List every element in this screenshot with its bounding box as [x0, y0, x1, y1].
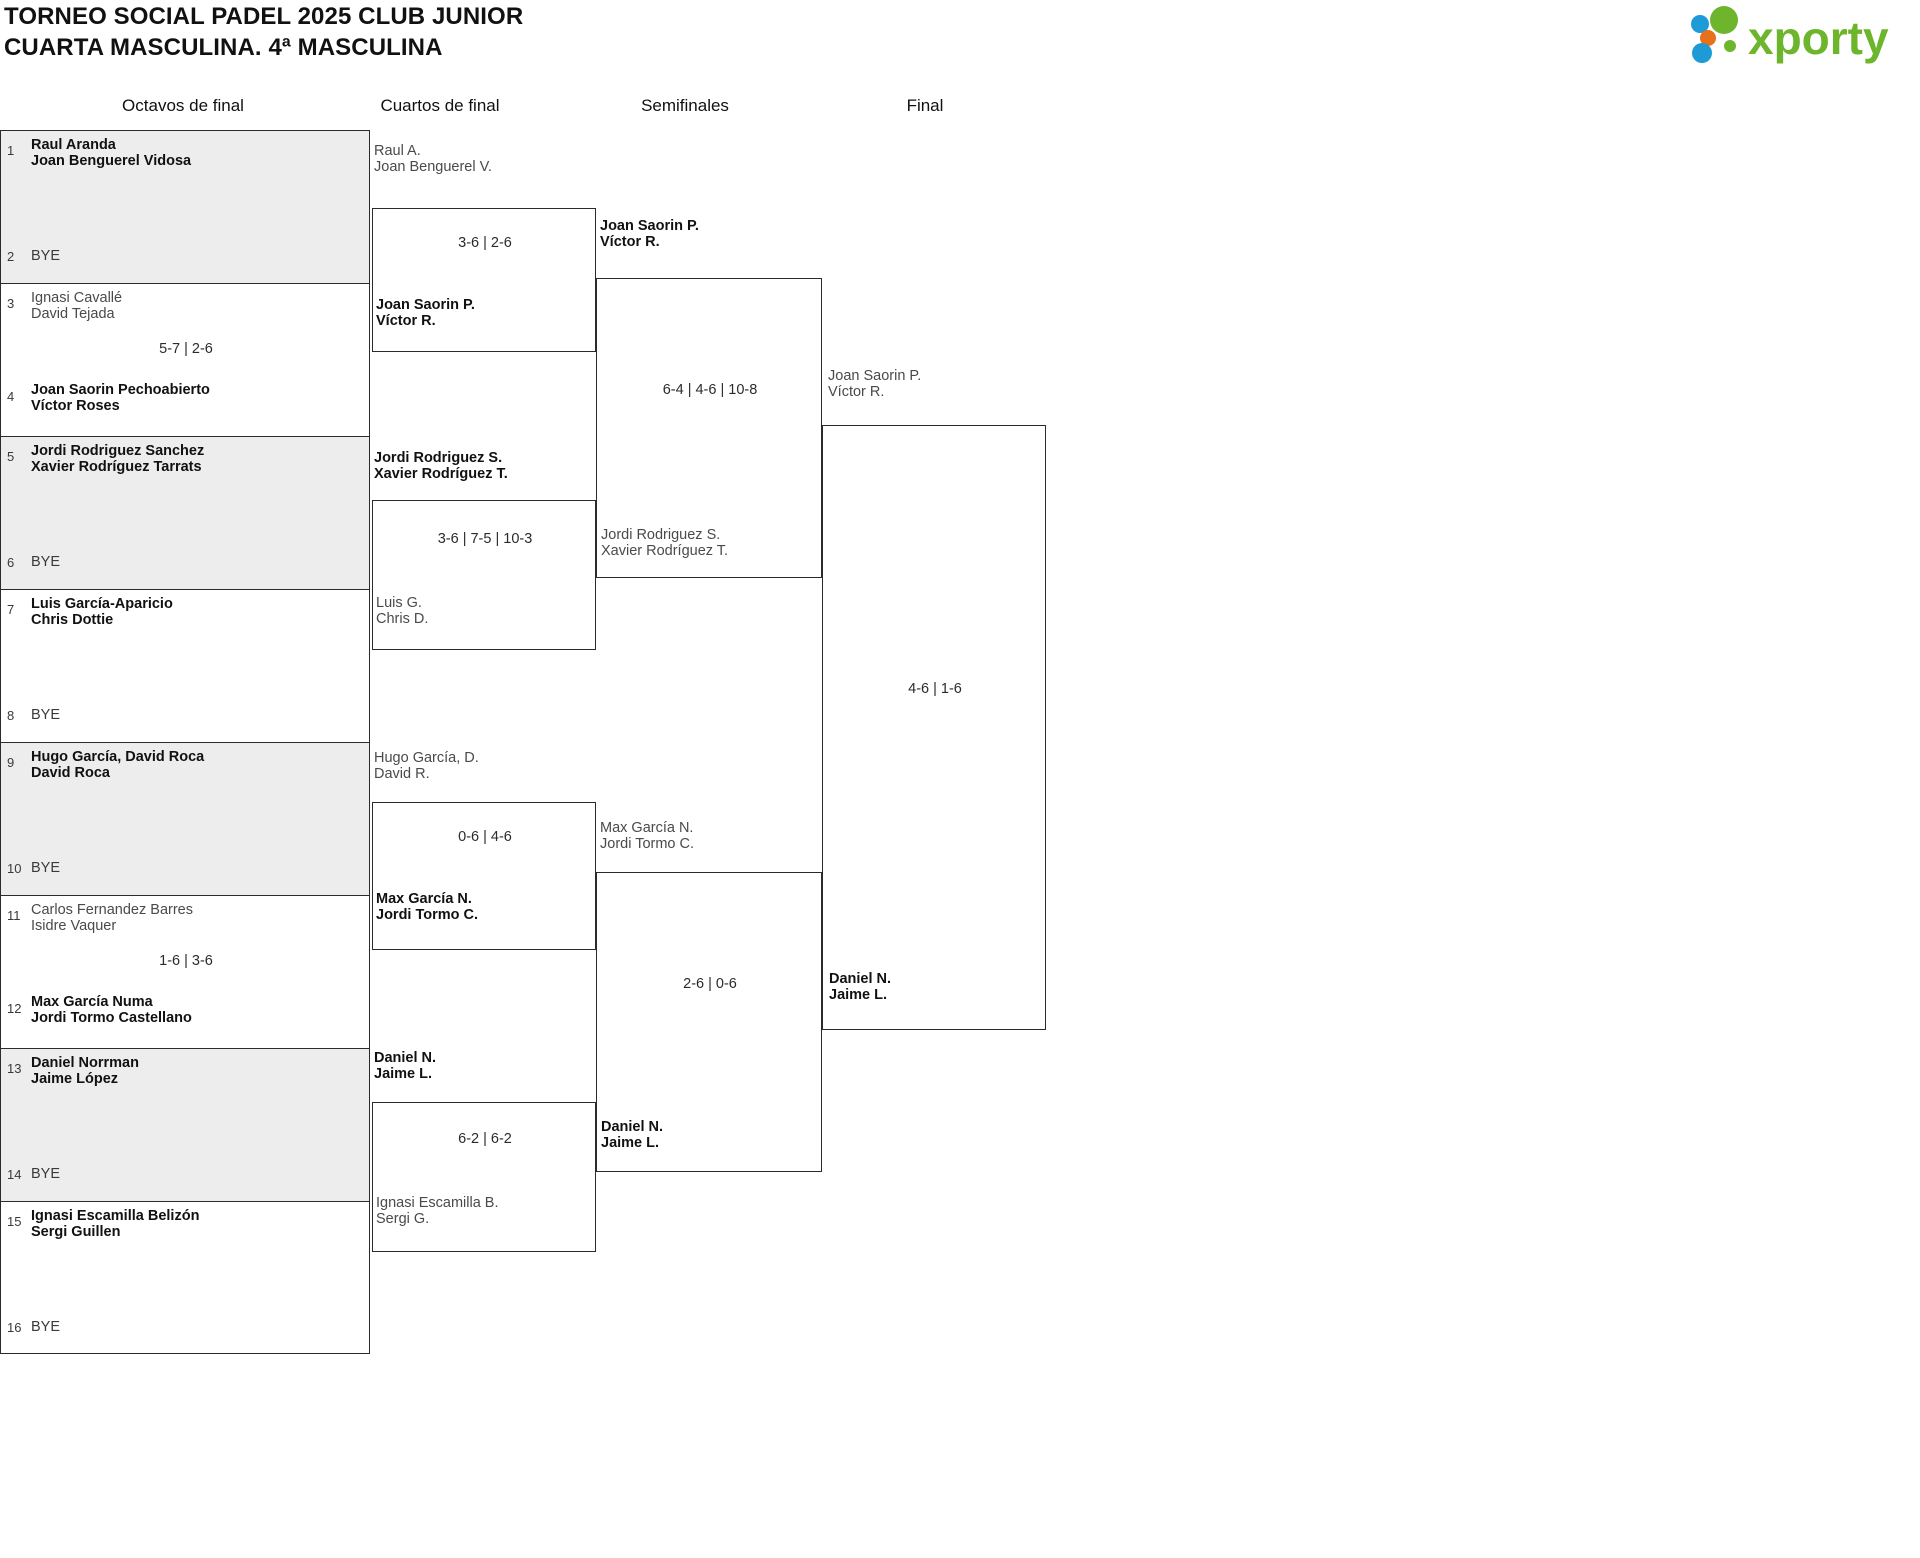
seed-number: 8 [7, 708, 15, 723]
r1-team-bottom: BYE [31, 860, 61, 876]
r4-team-top: Joan Saorin P. Víctor R. [828, 368, 922, 401]
r1-match-6[interactable]: 11 Carlos Fernandez Barres Isidre Vaquer… [0, 895, 370, 1048]
round-header-octavos: Octavos de final [122, 96, 244, 115]
r3-team-bottom: Daniel N. Jaime L. [601, 1119, 664, 1152]
xporty-logo: xporty [1680, 6, 1910, 64]
r1-match-8[interactable]: 15 Ignasi Escamilla Belizón Sergi Guille… [0, 1201, 370, 1354]
seed-number: 6 [7, 555, 15, 570]
r1-team-bottom: BYE [31, 248, 61, 264]
round-header-cuartos: Cuartos de final [380, 96, 500, 115]
r1-team-top: Ignasi Escamilla Belizón Sergi Guillen [31, 1208, 200, 1241]
r1-team-bottom: Max García Numa Jordi Tormo Castellano [31, 994, 192, 1027]
r1-team-top: Hugo García, David Roca David Roca [31, 749, 205, 782]
r1-team-bottom: Joan Saorin Pechoabierto Víctor Roses [31, 382, 210, 415]
seed-number: 4 [7, 389, 15, 404]
round-header-final: Final [906, 96, 944, 115]
r1-team-top: Jordi Rodriguez Sanchez Xavier Rodríguez… [31, 443, 205, 476]
r1-team-top: Luis García-Aparicio Chris Dottie [31, 596, 173, 629]
page-title: TORNEO SOCIAL PADEL 2025 CLUB JUNIOR CUA… [4, 3, 524, 61]
r1-team-top: Daniel Norrman Jaime López [31, 1055, 139, 1088]
seed-number: 10 [7, 861, 22, 876]
r2-team-top: Jordi Rodriguez S. Xavier Rodríguez T. [374, 450, 508, 483]
r3-team-top: Joan Saorin P. Víctor R. [600, 218, 699, 251]
r3-team-top: Max García N. Jordi Tormo C. [600, 820, 695, 853]
r1-score: 1-6 | 3-6 [159, 953, 213, 969]
seed-number: 11 [7, 908, 21, 923]
xporty-logo-icon: xporty [1691, 6, 1889, 64]
seed-number: 12 [7, 1001, 22, 1016]
r1-team-top: Ignasi Cavallé David Tejada [31, 290, 123, 323]
r2-score: 0-6 | 4-6 [458, 829, 512, 845]
r3-match-1[interactable]: 6-4 | 4-6 | 10-8 Jordi Rodriguez S. Xavi… [596, 278, 822, 578]
r2-score: 3-6 | 2-6 [458, 235, 512, 251]
seed-number: 15 [7, 1214, 22, 1229]
r3-match-2[interactable]: 2-6 | 0-6 Daniel N. Jaime L. [596, 872, 822, 1172]
r1-match-3[interactable]: 5 Jordi Rodriguez Sanchez Xavier Rodrígu… [0, 436, 370, 589]
r2-match-1[interactable]: 3-6 | 2-6 Joan Saorin P. Víctor R. [372, 208, 596, 352]
round-header-semifinales: Semifinales [641, 96, 729, 115]
seed-number: 14 [7, 1167, 22, 1182]
r1-match-1[interactable]: 1 Raul Aranda Joan Benguerel Vidosa 2 BY… [0, 130, 370, 283]
r4-team-bottom-champion: Daniel N. Jaime L. [829, 971, 892, 1004]
r1-team-bottom: BYE [31, 554, 61, 570]
r1-match-4[interactable]: 7 Luis García-Aparicio Chris Dottie 8 BY… [0, 589, 370, 742]
r1-team-top: Raul Aranda Joan Benguerel Vidosa [31, 137, 192, 170]
r4-match-final[interactable]: 4-6 | 1-6 Daniel N. Jaime L. [822, 425, 1046, 1030]
seed-number: 9 [7, 755, 15, 770]
r1-team-top: Carlos Fernandez Barres Isidre Vaquer [31, 902, 193, 935]
r2-team-bottom: Joan Saorin P. Víctor R. [376, 297, 475, 330]
r2-score: 3-6 | 7-5 | 10-3 [437, 531, 533, 547]
r4-score: 4-6 | 1-6 [908, 681, 962, 697]
r1-score: 5-7 | 2-6 [159, 341, 213, 357]
seed-number: 13 [7, 1061, 22, 1076]
r2-team-top: Hugo García, D. David R. [374, 750, 479, 783]
r2-team-bottom: Ignasi Escamilla B. Sergi G. [376, 1195, 499, 1228]
svg-text:xporty: xporty [1748, 12, 1889, 64]
r2-match-2[interactable]: 3-6 | 7-5 | 10-3 Luis G. Chris D. [372, 500, 596, 650]
r2-team-top: Raul A. Joan Benguerel V. [374, 143, 492, 176]
r2-score: 6-2 | 6-2 [458, 1131, 512, 1147]
seed-number: 2 [7, 249, 15, 264]
seed-number: 7 [7, 602, 15, 617]
r1-team-bottom: BYE [31, 1166, 61, 1182]
r2-team-bottom: Luis G. Chris D. [376, 595, 429, 628]
seed-number: 16 [7, 1320, 22, 1335]
r2-match-3[interactable]: 0-6 | 4-6 Max García N. Jordi Tormo C. [372, 802, 596, 950]
r1-team-bottom: BYE [31, 707, 61, 723]
r1-team-bottom: BYE [31, 1319, 61, 1335]
r1-match-5[interactable]: 9 Hugo García, David Roca David Roca 10 … [0, 742, 370, 895]
page-header: TORNEO SOCIAL PADEL 2025 CLUB JUNIOR CUA… [0, 0, 1920, 95]
seed-number: 3 [7, 296, 15, 311]
r3-team-bottom: Jordi Rodriguez S. Xavier Rodríguez T. [601, 527, 729, 560]
r3-score: 6-4 | 4-6 | 10-8 [662, 382, 758, 398]
r2-match-4[interactable]: 6-2 | 6-2 Ignasi Escamilla B. Sergi G. [372, 1102, 596, 1252]
r2-team-bottom: Max García N. Jordi Tormo C. [376, 891, 479, 924]
r1-match-2[interactable]: 3 Ignasi Cavallé David Tejada 4 Joan Sao… [0, 283, 370, 436]
r3-score: 2-6 | 0-6 [683, 976, 737, 992]
seed-number: 1 [7, 143, 15, 158]
r1-match-7[interactable]: 13 Daniel Norrman Jaime López 14 BYE [0, 1048, 370, 1201]
seed-number: 5 [7, 449, 15, 464]
r2-team-top: Daniel N. Jaime L. [374, 1050, 437, 1083]
